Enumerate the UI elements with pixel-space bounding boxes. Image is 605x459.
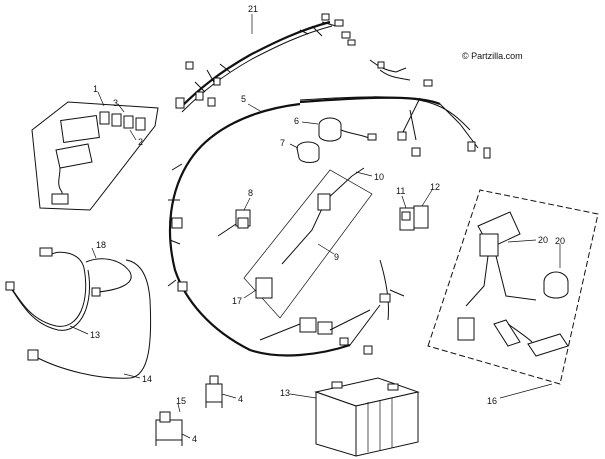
- callout-21: 21: [248, 4, 258, 14]
- part-6-cylinder: [318, 117, 377, 142]
- callout-7: 7: [280, 138, 285, 148]
- callout-14: 13: [90, 330, 100, 340]
- part-8-connector: [217, 209, 251, 237]
- relay-lower: [155, 411, 183, 446]
- callout-19: 16: [487, 396, 497, 406]
- callout-20a: 20: [538, 235, 548, 245]
- callout-10: 10: [374, 172, 384, 182]
- callout-16: 15: [176, 396, 186, 406]
- callout-2: 2: [138, 137, 143, 147]
- callout-13: 13: [280, 388, 290, 398]
- callout-8: 8: [248, 188, 253, 198]
- part-11-12-relay-pair: [399, 205, 429, 231]
- callout-12: 12: [430, 182, 440, 192]
- upper-wire-harness: [175, 13, 433, 113]
- cable-14: [5, 247, 132, 331]
- relay-upper: [205, 375, 223, 408]
- callout-15: 14: [142, 374, 152, 384]
- part-7-sleeve: [296, 141, 320, 163]
- callout-9: 9: [334, 252, 339, 262]
- alarm-kit-panel: [427, 189, 599, 385]
- callout-20b: 20: [555, 236, 565, 246]
- callout-11: 11: [396, 186, 405, 196]
- callout-4b: 4: [192, 434, 197, 444]
- callout-5: 5: [241, 94, 246, 104]
- fuse-box-panel: [31, 101, 159, 211]
- main-wire-harness: [167, 96, 491, 357]
- callout-18: 17: [232, 296, 242, 306]
- callout-6: 6: [294, 116, 299, 126]
- callout-3: 3: [113, 98, 118, 108]
- callout-17: 18: [96, 240, 106, 250]
- cable-15: [27, 259, 152, 379]
- callout-4a: 4: [238, 394, 243, 404]
- battery: [314, 377, 420, 457]
- watermark: © Partzilla.com: [462, 51, 523, 61]
- sub-harness-frame: [243, 167, 373, 319]
- callout-1: 1: [93, 84, 98, 94]
